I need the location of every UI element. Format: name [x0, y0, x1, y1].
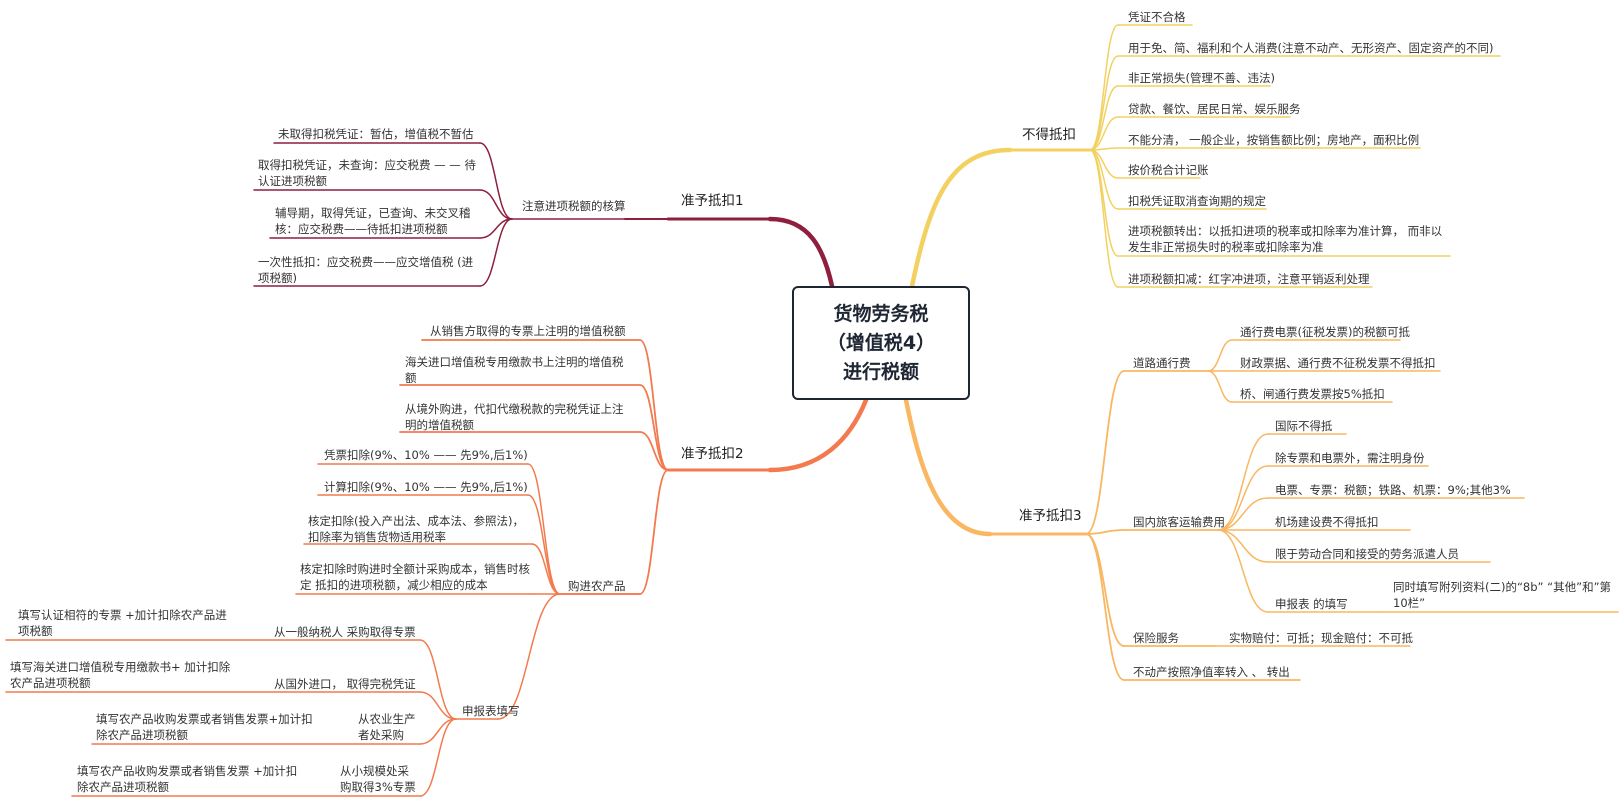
item-nondeductible-8[interactable]: 进项税额转出：以抵扣进项的税率或扣除率为准计算， 而非以发生非正常损失时的税率或…	[1128, 224, 1443, 254]
item-farm-1[interactable]: 凭票扣除(9%、10% —— 先9%,后1%)	[324, 448, 528, 462]
item-road-3[interactable]: 桥、闸通行费发票按5%抵扣	[1240, 387, 1385, 401]
branch-link	[419, 691, 457, 720]
item-travel-1[interactable]: 国际不得抵	[1275, 419, 1333, 433]
topic-real-estate[interactable]: 不动产按照净值率转入 、 转出	[1133, 665, 1290, 679]
item-travel-3[interactable]: 电票、专票：税额；铁路、机票：9%;其他3%	[1275, 483, 1511, 497]
branch-deductible-3[interactable]: 准予抵扣3	[1019, 508, 1082, 524]
branch-link	[639, 431, 669, 471]
item-accounting-2[interactable]: 取得扣税凭证，未查询：应交税费 — — 待认证进项税额	[258, 158, 476, 188]
branch-link	[1089, 55, 1119, 151]
branch-link	[479, 142, 513, 220]
item-deductible2-1[interactable]: 从销售方取得的专票上注明的增值税额	[430, 324, 626, 338]
branch-link	[419, 718, 457, 797]
item-nondeductible-3[interactable]: 非正常损失(管理不善、违法)	[1128, 71, 1275, 85]
topic-report-fill[interactable]: 申报表填写	[462, 704, 520, 718]
item-travel-4[interactable]: 机场建设费不得抵扣	[1275, 515, 1379, 529]
item-travel-2[interactable]: 除专票和电票外，需注明身份	[1275, 451, 1425, 465]
branch-link	[1085, 370, 1125, 535]
branch-link	[1089, 149, 1119, 210]
branch-link	[639, 469, 669, 595]
item-accounting-1[interactable]: 未取得扣税凭证：暂估，增值税不暂估	[278, 127, 474, 141]
branch-link	[1217, 497, 1269, 531]
branch-link	[1085, 533, 1125, 647]
item-nondeductible-5[interactable]: 不能分清， 一般企业，按销售额比例；房地产，面积比例	[1128, 133, 1420, 147]
item-road-2[interactable]: 财政票据、通行费不征税发票不得抵扣	[1240, 356, 1436, 370]
branch-deductible-1[interactable]: 准予抵扣1	[681, 193, 744, 209]
branch-link	[479, 189, 513, 220]
topic-passenger-transport[interactable]: 国内旅客运输费用	[1133, 515, 1225, 529]
branch-link	[419, 639, 457, 720]
item-deductible2-3[interactable]: 从境外购进，代扣代缴税款的完税凭证上注明的增值税额	[405, 402, 624, 432]
item-nondeductible-1[interactable]: 凭证不合格	[1128, 10, 1186, 24]
item-farm-4[interactable]: 核定扣除时购进时全额计采购成本，销售时核定 抵扣的进项税额，减少相应的成本	[300, 562, 530, 592]
report-source-2[interactable]: 从国外进口， 取得完税凭证	[274, 677, 416, 691]
item-travel-report[interactable]: 申报表 的填写	[1275, 597, 1348, 611]
item-nondeductible-6[interactable]: 按价税合计记账	[1128, 163, 1209, 177]
topic-insurance[interactable]: 保险服务	[1133, 631, 1179, 645]
root-topic[interactable]: 货物劳务税 （增值税4） 进行税额	[792, 286, 970, 400]
branch-non-deductible[interactable]: 不得抵扣	[1022, 127, 1076, 143]
branch-link	[639, 384, 669, 471]
item-nondeductible-9[interactable]: 进项税额扣减：红字冲进项，注意平销返利处理	[1128, 272, 1370, 286]
item-travel-5[interactable]: 限于劳动合同和接受的劳务派遣人员	[1275, 547, 1459, 561]
branch-link	[1089, 116, 1119, 151]
branch-link	[527, 463, 561, 595]
branch-link	[1089, 149, 1119, 288]
branch-link	[1207, 339, 1233, 372]
branch-deductible-2[interactable]: 准予抵扣2	[681, 446, 744, 462]
item-accounting-3[interactable]: 辅导期，取得凭证，已查询、未交叉稽核：应交税费——待抵扣进项税额	[275, 206, 471, 236]
root-line-2: （增值税4）	[826, 331, 936, 354]
branch-link	[639, 339, 669, 471]
branch-link	[1207, 370, 1233, 403]
item-road-1[interactable]: 通行费电票(征税发票)的税额可抵	[1240, 325, 1410, 339]
trunk-link	[909, 147, 1013, 289]
branch-link	[1217, 529, 1269, 613]
report-source-3[interactable]: 从农业生产者处采购	[358, 712, 416, 742]
branch-link	[1217, 465, 1269, 531]
item-nondeductible-2[interactable]: 用于免、简、福利和个人消费(注意不动产、无形资产、固定资产的不同)	[1128, 41, 1494, 55]
report-source-4[interactable]: 从小规模处采购取得3%专票	[340, 764, 416, 794]
item-nondeductible-7[interactable]: 扣税凭证取消查询期的规定	[1128, 194, 1266, 208]
trunk-link	[767, 216, 835, 289]
report-source-1[interactable]: 从一般纳税人 采购取得专票	[274, 625, 416, 639]
report-fill-2[interactable]: 填写海关进口增值税专用缴款书+ 加计扣除农产品进项税额	[10, 660, 231, 690]
topic-farm-products[interactable]: 购进农产品	[568, 579, 626, 593]
trunk-link	[903, 397, 993, 537]
branch-link	[527, 494, 561, 595]
item-nondeductible-4[interactable]: 贷款、餐饮、居民日常、娱乐服务	[1128, 102, 1301, 116]
branch-link	[497, 593, 561, 720]
item-farm-2[interactable]: 计算扣除(9%、10% —— 先9%,后1%)	[324, 480, 528, 494]
branch-link	[1217, 529, 1269, 563]
branch-link	[1089, 24, 1119, 151]
item-accounting-4[interactable]: 一次性抵扣：应交税费——应交增值税 (进项税额)	[258, 255, 474, 285]
report-fill-1[interactable]: 填写认证相符的专票 +加计扣除农产品进项税额	[18, 608, 227, 638]
branch-link	[479, 218, 513, 287]
item-deductible2-2[interactable]: 海关进口增值税专用缴款书上注明的增值税额	[405, 355, 624, 385]
report-fill-4[interactable]: 填写农产品收购发票或者销售发票 +加计扣除农产品进项税额	[77, 764, 298, 794]
branch-link	[1217, 433, 1269, 531]
branch-link	[1089, 149, 1119, 257]
item-farm-3[interactable]: 核定扣除(投入产出法、成本法、参照法)，扣除率为销售货物适用税率	[308, 514, 524, 544]
trunk-link	[767, 397, 869, 473]
root-line-1: 货物劳务税	[833, 302, 929, 325]
branch-link	[1085, 533, 1125, 681]
item-travel-report-value[interactable]: 同时填写附列资料(二)的“8b” “其他”和”第10栏”	[1393, 580, 1612, 610]
root-line-3: 进行税额	[842, 360, 919, 383]
topic-road-toll[interactable]: 道路通行费	[1133, 356, 1191, 370]
item-insurance[interactable]: 实物赔付：可抵；现金赔付：不可抵	[1229, 631, 1413, 645]
branch-link	[531, 543, 561, 595]
report-fill-3[interactable]: 填写农产品收购发票或者销售发票+加计扣除农产品进项税额	[96, 712, 313, 742]
branch-link	[1085, 529, 1125, 535]
topic-input-tax-accounting[interactable]: 注意进项税额的核算	[522, 199, 626, 213]
